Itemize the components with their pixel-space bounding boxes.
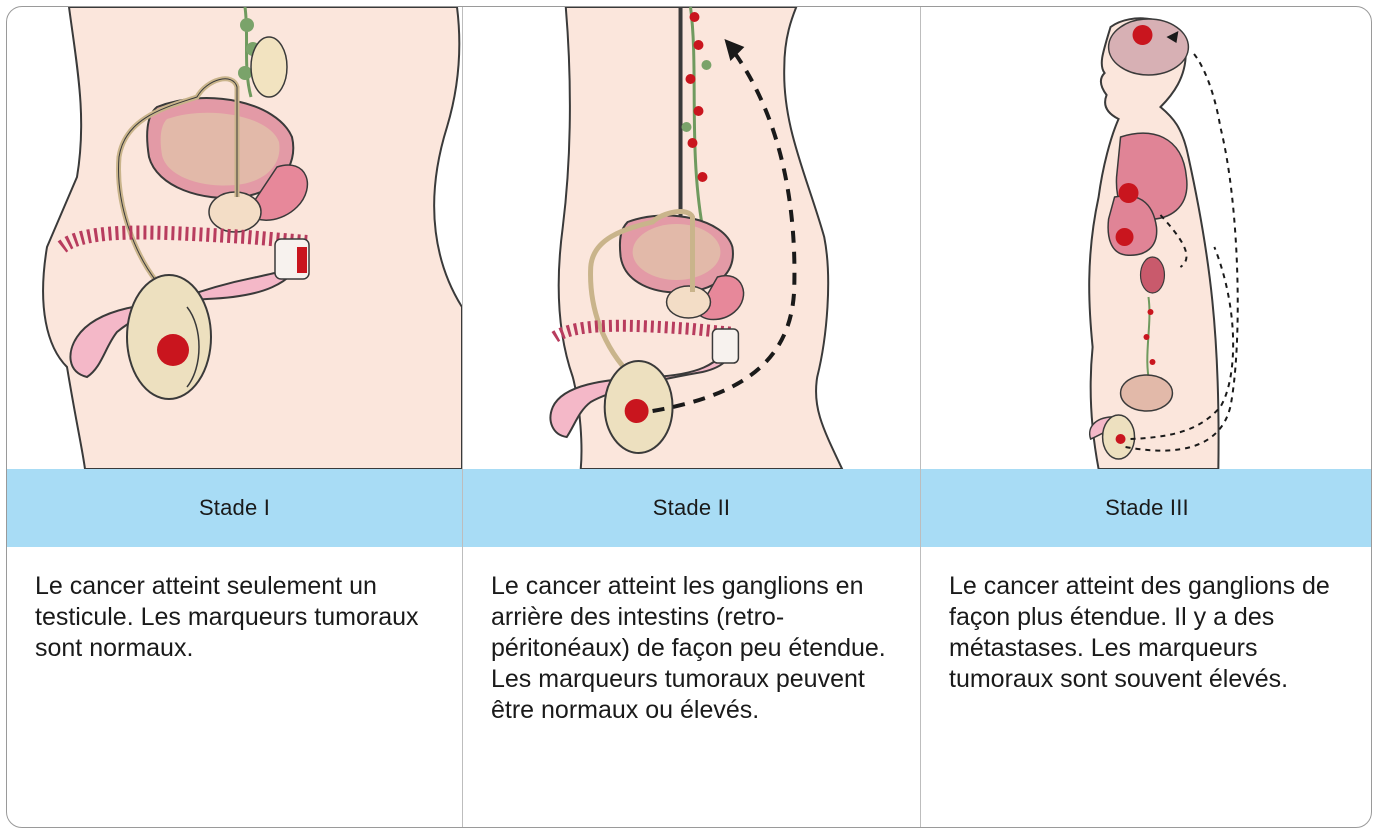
stage-column-3: Stade III Le cancer atteint des ganglion…	[920, 7, 1372, 827]
stage-column-1: Stade I Le cancer atteint seulement un t…	[7, 7, 462, 827]
stage-2-description: Le cancer atteint les ganglions en arriè…	[463, 547, 920, 827]
stage-3-illustration	[921, 7, 1372, 469]
tumor-icon	[157, 334, 189, 366]
stage-3-description: Le cancer atteint des ganglions de façon…	[921, 547, 1372, 827]
stage-1-title: Stade I	[7, 469, 462, 547]
stages-table: Stade I Le cancer atteint seulement un t…	[6, 6, 1372, 828]
stage-1-description: Le cancer atteint seulement un testicule…	[7, 547, 462, 827]
stage-2-illustration	[463, 7, 920, 469]
brain-tumor-icon	[1133, 25, 1153, 45]
stage-1-illustration	[7, 7, 462, 469]
stage-3-title: Stade III	[921, 469, 1372, 547]
lung-tumor-icon	[1119, 183, 1139, 203]
tumor-icon	[625, 399, 649, 423]
stage-column-2: Stade II Le cancer atteint les ganglions…	[462, 7, 920, 827]
stage-2-title: Stade II	[463, 469, 920, 547]
